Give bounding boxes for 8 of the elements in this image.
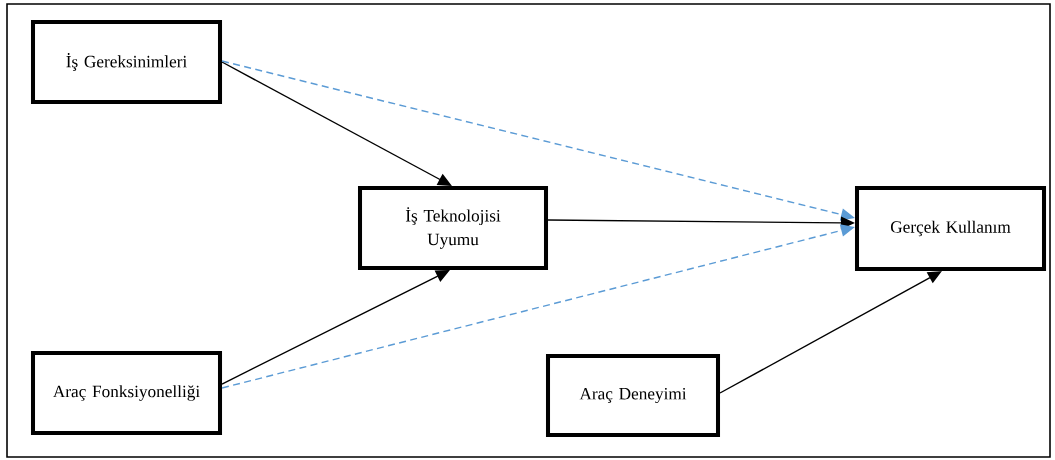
arrow [221, 270, 450, 385]
arrow [221, 61, 452, 186]
arrow [719, 271, 942, 394]
process-box: Araç Deneyimi [546, 354, 720, 438]
process-box: İş Gereksinimleri [31, 20, 223, 105]
process-box: Gerçek Kullanım [855, 186, 1047, 271]
process-box: İş Teknolojisi Uyumu [358, 186, 549, 271]
process-box: Araç Fonksiyonelliği [31, 351, 223, 436]
